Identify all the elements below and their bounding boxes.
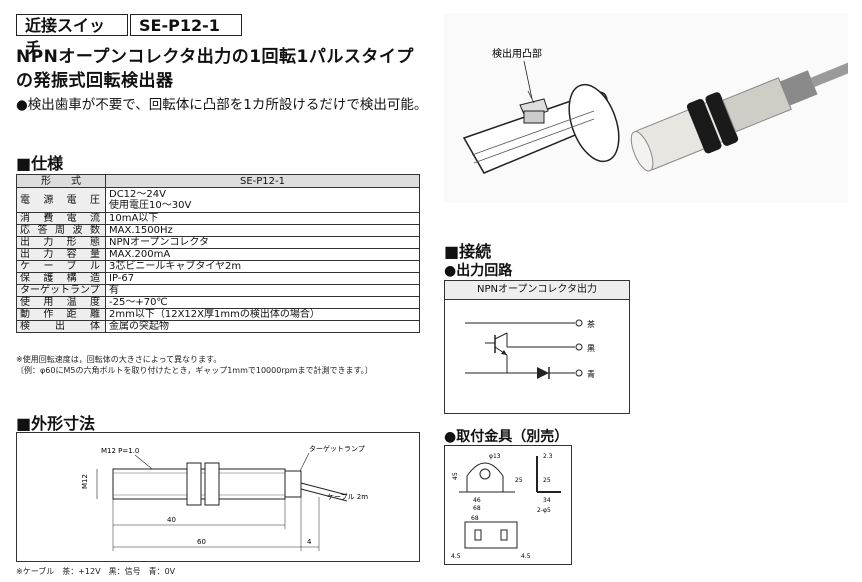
connection-heading: ■接続 xyxy=(444,242,492,261)
bracket-w68b: 68 xyxy=(471,515,479,522)
spec-value: 10mA以下 xyxy=(105,212,420,225)
table-row: ターゲットランプ有 xyxy=(16,284,420,297)
bracket-s45b: 4.5 xyxy=(521,553,531,560)
spec-note-2: 〔例：φ60にM5の六角ボルトを取り付けたとき，ギャップ1mmで10000rpm… xyxy=(16,366,373,375)
spec-key: 保護構造 xyxy=(16,272,106,285)
spec-note-1: ※使用回転速度は，回転体の大きさによって異なります。 xyxy=(16,355,222,364)
bracket-heading: ●取付金具（別売） xyxy=(444,429,569,445)
category-tag: 近接スイッチ xyxy=(16,14,128,57)
output-circuit-heading: ●出力回路 xyxy=(444,263,513,279)
bracket-w34: 34 xyxy=(543,497,551,504)
spec-key: 出力形態 xyxy=(16,236,106,249)
spec-value-line: DC12〜24V xyxy=(109,189,166,200)
product-photo: 検出用凸部 xyxy=(444,13,862,203)
dim-60: 60 xyxy=(197,538,206,546)
model-tag: SE-P12-1 xyxy=(130,14,242,36)
side-thread-label: M12 xyxy=(81,474,89,489)
bracket-h25b: 25 xyxy=(543,477,551,484)
category-text: 近接スイッチ xyxy=(25,16,106,57)
npn-circuit-box: NPNオープンコレクタ出力 茶 黒 青 xyxy=(444,280,630,414)
feature-bullet: ●検出歯車が不要で、回転体に凸部を1カ所設けるだけで検出可能。 xyxy=(16,97,428,113)
cable-label: ケーブル 2m xyxy=(327,492,368,501)
cable-footnote: ※ケーブル 茶：+12V 黒：信号 青：0V xyxy=(16,567,176,576)
spec-key: 電源電圧 xyxy=(16,187,106,213)
spec-heading: ■仕様 xyxy=(16,154,64,173)
table-row: 使用温度-25〜+70℃ xyxy=(16,296,420,309)
bracket-drawing-box: φ13 45 25 46 68 2.3 25 34 2-φ5 68 4.5 4.… xyxy=(444,445,572,565)
thread-label: M12 P=1.0 xyxy=(101,447,139,455)
model-text: SE-P12-1 xyxy=(139,16,220,35)
bracket-w68: 68 xyxy=(473,505,481,512)
dimensions-heading: ■外形寸法 xyxy=(16,414,96,433)
bracket-hole: 2-φ5 xyxy=(537,507,551,514)
dim-4: 4 xyxy=(307,538,312,546)
wire-black-label: 黒 xyxy=(587,344,595,353)
bracket-drawing: φ13 45 25 46 68 2.3 25 34 2-φ5 68 4.5 4.… xyxy=(451,453,561,560)
spec-key: 応答周波数 xyxy=(16,224,106,237)
wire-brown-label: 茶 xyxy=(587,319,595,329)
spec-value: 2mm以下（12X12X厚1mmの検出体の場合） xyxy=(105,308,420,321)
title-line-1: NPNオープンコレクタ出力の1回転1パルスタイプ xyxy=(16,47,414,67)
npn-circuit-diagram: 茶 黒 青 xyxy=(465,319,595,379)
spec-value: -25〜+70℃ xyxy=(105,296,420,309)
spec-value: 金属の突起物 xyxy=(105,320,420,333)
dim-40: 40 xyxy=(167,516,176,524)
bracket-s45a: 4.5 xyxy=(451,553,461,560)
spec-key: 使用温度 xyxy=(16,296,106,309)
npn-box-title: NPNオープンコレクタ出力 xyxy=(445,281,629,300)
bracket-w46: 46 xyxy=(473,497,481,504)
dimensions-drawing: M12 P=1.0 ターゲットランプ ケーブル 2m M12 40 60 4 xyxy=(81,444,368,551)
spec-value: 3芯ビニールキャブタイヤ2m xyxy=(105,260,420,273)
spec-value: MAX.1500Hz xyxy=(105,224,420,237)
spec-value: MAX.200mA xyxy=(105,248,420,261)
wire-blue-label: 青 xyxy=(587,369,595,379)
photo-label: 検出用凸部 xyxy=(492,47,542,60)
spec-key: 検出体 xyxy=(16,320,106,333)
title-line-2: の発振式回転検出器 xyxy=(16,71,174,91)
spec-value-line: 使用電圧10〜30V xyxy=(109,200,192,211)
spec-value: NPNオープンコレクタ xyxy=(105,236,420,249)
lamp-label: ターゲットランプ xyxy=(309,444,365,453)
spec-value: 有 xyxy=(105,284,420,297)
spec-col-val: SE-P12-1 xyxy=(105,174,420,188)
bracket-phi13: φ13 xyxy=(489,453,501,460)
spec-key: 出力容量 xyxy=(16,248,106,261)
bracket-h25: 25 xyxy=(515,477,523,484)
spec-key: 動作距離 xyxy=(16,308,106,321)
spec-key: ターゲットランプ xyxy=(16,284,106,297)
table-row: 検出体金属の突起物 xyxy=(16,320,420,333)
spec-key: 消費電流 xyxy=(16,212,106,225)
spec-key: ケーブル xyxy=(16,260,106,273)
bracket-t23: 2.3 xyxy=(543,453,553,460)
spec-header-row: 形 式 SE-P12-1 xyxy=(16,174,420,188)
spec-col-key: 形 式 xyxy=(16,174,106,188)
spec-value: IP-67 xyxy=(105,272,420,285)
product-illustration: 検出用凸部 xyxy=(444,13,862,203)
bracket-h45: 45 xyxy=(452,472,459,480)
dimensions-drawing-box: M12 P=1.0 ターゲットランプ ケーブル 2m M12 40 60 4 xyxy=(16,432,420,562)
